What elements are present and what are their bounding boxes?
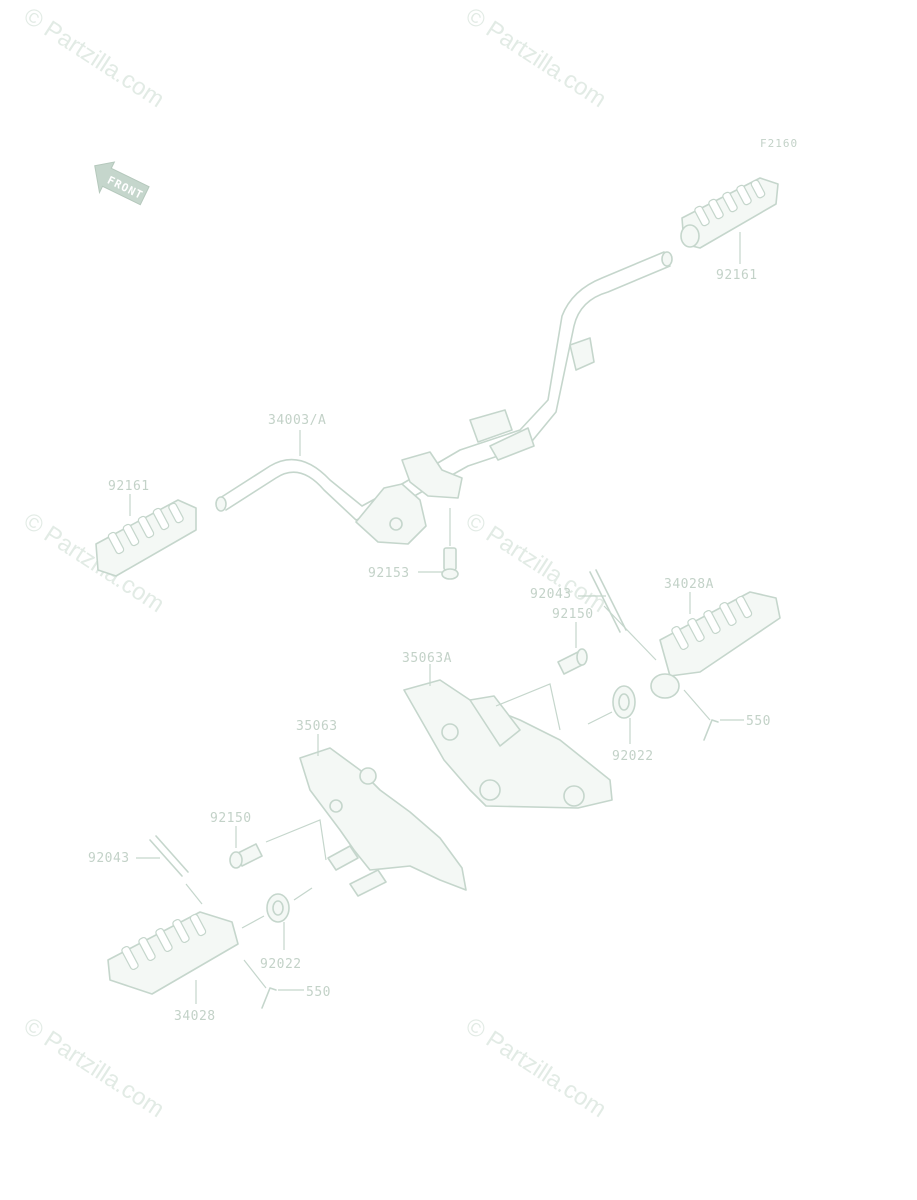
watermark: © Partzilla.com <box>461 1012 611 1123</box>
callout-label: 35063A <box>402 651 452 666</box>
washer-left: 92022 <box>241 887 313 972</box>
pin-right: 92043 <box>530 569 657 661</box>
footpeg-left-rear: 92161 <box>95 479 197 577</box>
bolt-left: 92150 <box>210 811 327 869</box>
figure-code: F2160 <box>760 137 798 150</box>
callout-label: 34028A <box>664 577 714 592</box>
callout-label: 550 <box>306 985 331 1000</box>
callout-label: 92161 <box>108 479 150 494</box>
callout-label: 92022 <box>612 749 654 764</box>
callout-label: 92150 <box>552 607 594 622</box>
callout-label: 92043 <box>530 587 572 602</box>
footrest-bar: 34003/A <box>215 251 673 545</box>
bolt-center: 92153 <box>368 508 459 581</box>
front-arrow-icon: FRONT <box>94 161 150 206</box>
watermark: © Partzilla.com <box>19 2 169 113</box>
cotter-pin-right: 550 <box>683 689 771 741</box>
callout-label: 550 <box>746 714 771 729</box>
footpeg-left: 34028 <box>107 911 239 1024</box>
cotter-pin-left: 550 <box>243 959 331 1009</box>
callout-label: 92022 <box>260 957 302 972</box>
callout-label: 34003/A <box>268 413 326 428</box>
bracket-right: 35063A <box>402 651 613 809</box>
callout-label: 92150 <box>210 811 252 826</box>
watermark: © Partzilla.com <box>19 1012 169 1123</box>
footpeg-right: 34028A <box>650 577 781 699</box>
washer-right: 92022 <box>587 685 654 764</box>
watermark: © Partzilla.com <box>461 2 611 113</box>
callout-label: 92161 <box>716 268 758 283</box>
callout-label: 92043 <box>88 851 130 866</box>
callout-label: 34028 <box>174 1009 216 1024</box>
bracket-left: 35063 <box>296 719 467 897</box>
callout-label: 35063 <box>296 719 338 734</box>
pin-left: 92043 <box>88 835 203 905</box>
footpeg-right-rear: 92161 <box>680 177 779 283</box>
bolt-right: 92150 <box>552 607 594 675</box>
callout-label: 92153 <box>368 566 410 581</box>
